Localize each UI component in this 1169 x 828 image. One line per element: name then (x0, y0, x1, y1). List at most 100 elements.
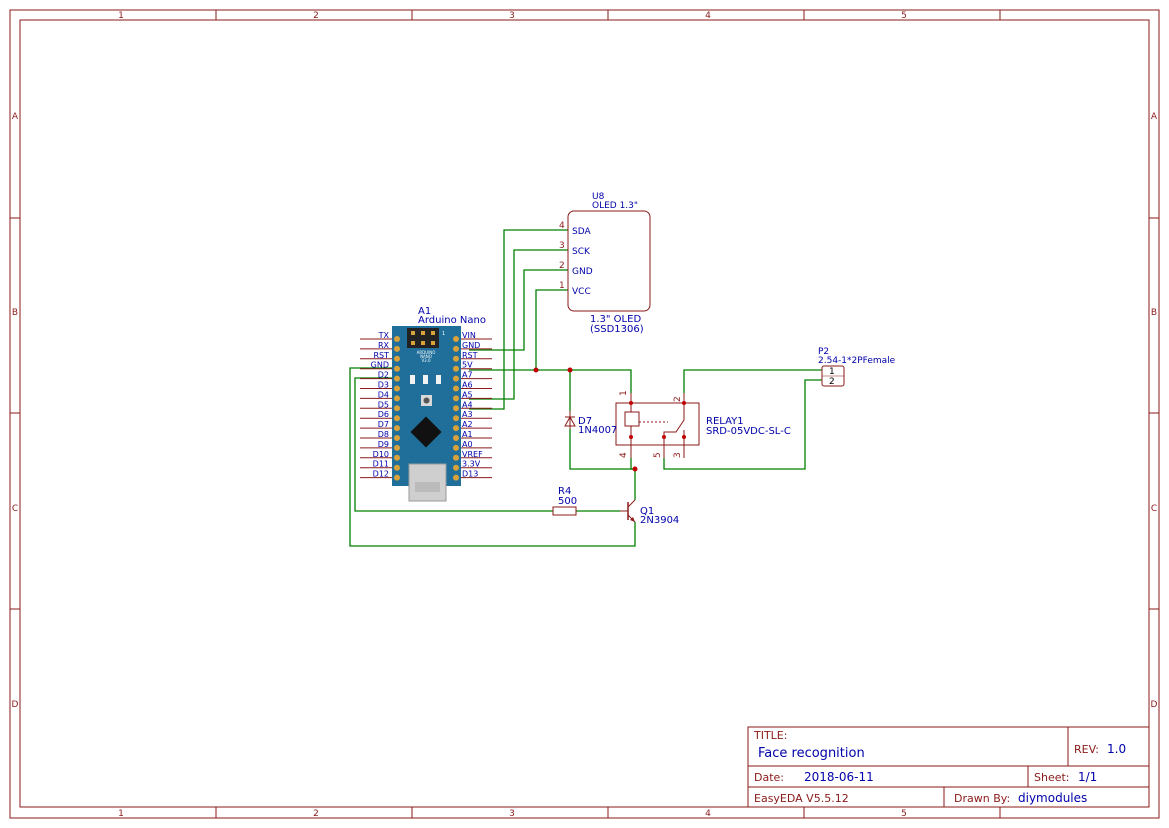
relay-pin-4: 4 (619, 452, 629, 458)
rev-value: 1.0 (1107, 742, 1126, 756)
sheet-value: 1/1 (1078, 770, 1097, 784)
nano-right-pin-label: A3 (462, 410, 473, 419)
oled-desc-1: 1.3" OLED (590, 314, 641, 325)
nano-left-pin-label: D9 (378, 440, 389, 449)
frame-col-1-top: 1 (118, 11, 124, 21)
wires (349, 229, 822, 547)
diode-d7[interactable]: D7 1N4007 (564, 411, 617, 436)
diode-icon (564, 415, 576, 427)
connector-pin-2: 2 (829, 377, 835, 387)
nano-pin-headers (360, 336, 492, 481)
resistor-r4[interactable]: R4 500 (552, 486, 577, 516)
nano-right-header-pin (453, 336, 459, 342)
nano-silk-2: NANO (420, 354, 432, 359)
oled-pin-name-sda: SDA (572, 227, 591, 237)
nano-left-header-pin (394, 435, 400, 441)
nano-left-header-pin (394, 454, 400, 461)
frame-col-1-bottom: 1 (118, 809, 124, 819)
nano-left-header-pin (394, 444, 400, 451)
connector-ref: P2 (818, 347, 829, 357)
nano-right-header-pin (453, 474, 459, 481)
nano-left-pin-label: RX (378, 341, 390, 350)
nano-left-pin-label: D3 (378, 381, 389, 390)
nano-left-pin-label: D4 (378, 390, 389, 399)
frame-row-d-right: D (1151, 700, 1158, 710)
nano-left-pin-label: RST (373, 351, 389, 360)
wire-relay-coil (630, 458, 636, 500)
frame-col-5-bottom: 5 (901, 809, 907, 819)
drawing-frame: 1 2 3 4 5 1 2 3 4 5 A B C D A B C D (9, 9, 1160, 819)
wire-vcc (535, 289, 568, 370)
relay-pin-1: 1 (619, 390, 629, 396)
nano-right-header-pin (453, 415, 459, 422)
nano-right-header-pin (453, 395, 459, 402)
title-label: TITLE: (753, 729, 787, 742)
nano-mcu-chip (410, 416, 442, 448)
nano-silk-1: ARDUINO (417, 350, 436, 355)
drawing-title: Face recognition (758, 746, 865, 761)
nano-right-pin-label: 5V (462, 361, 473, 370)
nano-ref: A1 (418, 306, 431, 317)
nano-left-header-pin (394, 425, 400, 432)
wire-5v-rail (469, 369, 632, 393)
title-block: TITLE: Face recognition REV: 1.0 Date: 2… (747, 726, 1150, 808)
nano-left-pin-label: D10 (373, 450, 389, 459)
arduino-nano[interactable]: A1 Arduino Nano 1 ARDUINO NANO V3.0 TXR (360, 306, 492, 502)
wire-gnd-emitter (349, 367, 636, 547)
nano-right-header-pin (453, 425, 459, 432)
nano-right-pin-label: A0 (462, 440, 473, 449)
wire-d2-base (354, 377, 553, 512)
nano-left-header-pin (394, 415, 400, 422)
diode-value: 1N4007 (578, 425, 617, 436)
oled-module[interactable]: U8 OLED 1.3" 1.3" OLED (SSD1306) 4 SDA 3… (559, 192, 651, 335)
wire-sda (469, 229, 568, 410)
nano-left-header-pin (394, 345, 400, 352)
transistor-value: 2N3904 (640, 515, 679, 526)
nano-right-header-pin (453, 365, 459, 372)
frame-col-2-bottom: 2 (313, 809, 319, 819)
date-value: 2018-06-11 (804, 770, 874, 784)
nano-right-pin-label: A5 (462, 390, 473, 399)
nano-right-header-pin (453, 454, 459, 461)
wire-relay-no (663, 379, 822, 470)
connector-p2[interactable]: 1 2 P2 2.54-1*2PFemale (818, 347, 896, 387)
frame-row-a-right: A (1151, 112, 1158, 122)
frame-row-c-left: C (12, 504, 18, 514)
transistor-q1[interactable]: Q1 2N3904 (620, 499, 679, 526)
frame-row-c-right: C (1151, 504, 1157, 514)
relay-ref: RELAY1 (706, 416, 744, 427)
nano-left-header-pin (394, 464, 400, 471)
relay-value: SRD-05VDC-SL-C (706, 426, 791, 437)
frame-col-4-bottom: 4 (705, 809, 711, 819)
resistor-icon (552, 506, 577, 516)
nano-left-pin-label: D5 (378, 400, 389, 409)
frame-col-2-top: 2 (313, 11, 319, 21)
nano-value: Arduino Nano (418, 315, 486, 326)
nano-left-header-pin (394, 365, 400, 372)
resistor-value: 500 (558, 496, 577, 507)
junction-diode-rail (567, 367, 573, 373)
frame-row-b-right: B (1151, 308, 1157, 318)
nano-right-header-pin (453, 435, 459, 441)
junctions (533, 367, 638, 472)
connector-value: 2.54-1*2PFemale (818, 356, 896, 366)
oled-pin-name-vcc: VCC (572, 287, 591, 297)
oled-ref: U8 (592, 192, 605, 202)
nano-left-pin-label: D6 (378, 410, 389, 419)
wire-relay-com (683, 369, 822, 393)
nano-left-header-pin (394, 355, 400, 362)
frame-col-3-bottom: 3 (509, 809, 515, 819)
nano-right-header-pin (453, 355, 459, 362)
nano-left-pin-label: TX (378, 331, 390, 340)
sheet-label: Sheet: (1034, 771, 1070, 784)
nano-right-pin-label: VREF (462, 450, 483, 459)
nano-right-pin-label: RST (462, 351, 478, 360)
oled-pin-name-sck: SCK (572, 247, 591, 257)
oled-pin-num-vcc: 1 (559, 281, 565, 291)
nano-right-pin-label: A7 (462, 371, 473, 380)
relay[interactable]: 1 2 4 5 3 RELAY1 SRD-05VDC-SL-C (615, 390, 791, 458)
oled-pin-num-sck: 3 (559, 241, 565, 251)
nano-right-pin-label: GND (462, 341, 480, 350)
nano-right-pin-label: A2 (462, 420, 473, 429)
